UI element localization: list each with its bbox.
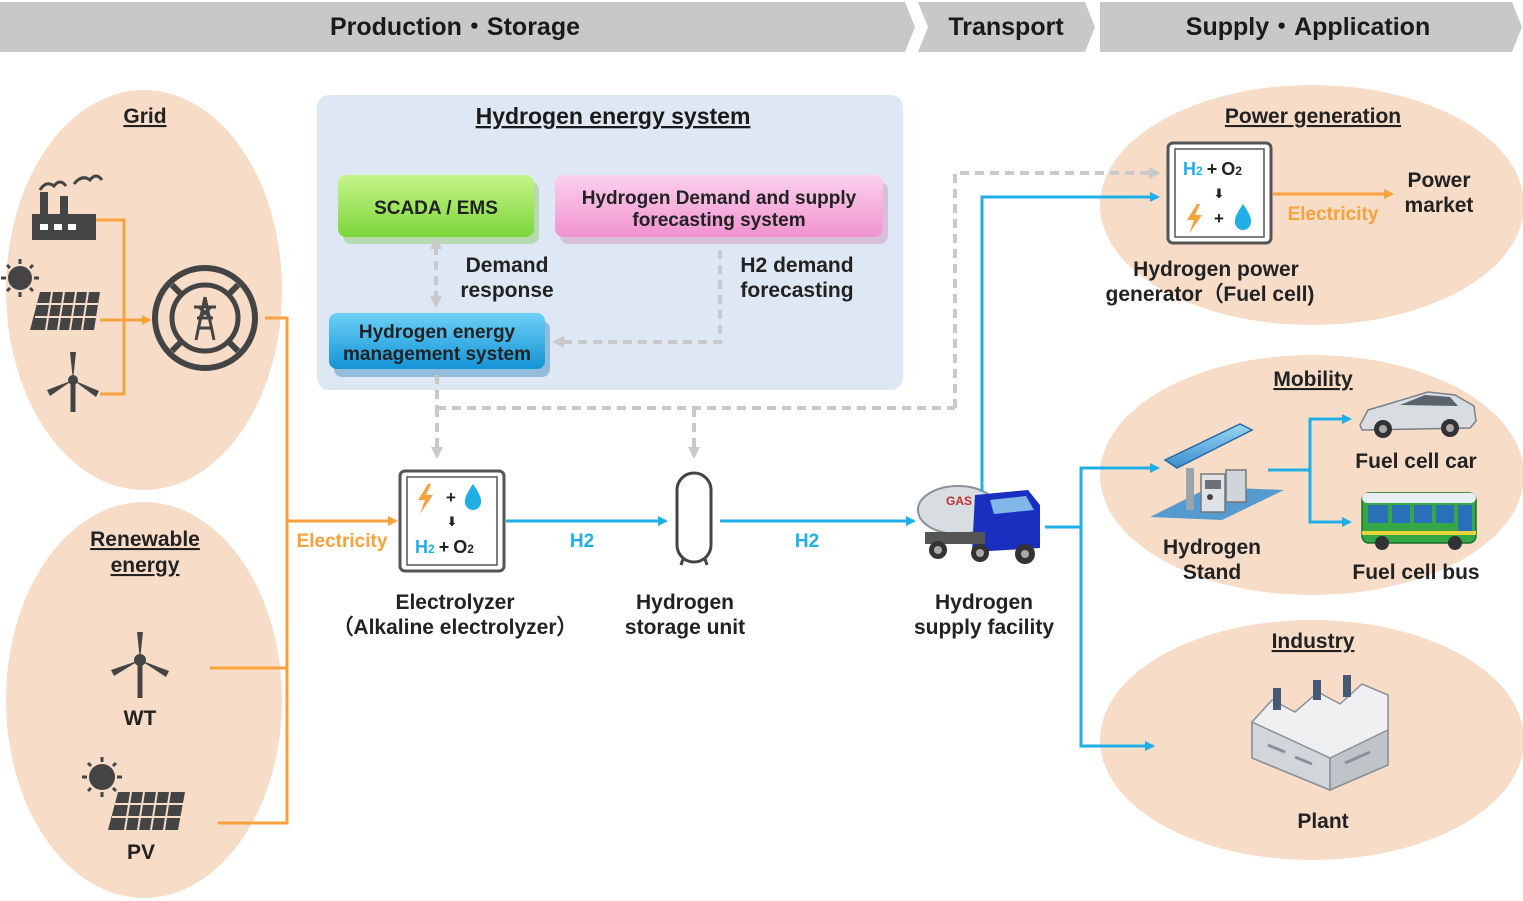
fuel-cell-bus-icon	[1361, 492, 1477, 550]
h2-label-a: H2	[570, 531, 594, 552]
grid-title: Grid	[123, 105, 166, 128]
pv-icon	[82, 757, 185, 831]
hems-label-2: management system	[343, 344, 531, 365]
water-drop-icon	[1234, 204, 1252, 230]
pv-label: PV	[127, 841, 155, 864]
h2-label-b: H2	[795, 531, 819, 552]
stage-transport-label: Transport	[948, 13, 1064, 41]
lightning-icon	[1187, 204, 1202, 234]
power-market-label-1: Power	[1407, 169, 1470, 192]
h2-demand-label-2: forecasting	[740, 279, 853, 302]
stand-label-1: Hydrogen	[1163, 536, 1261, 559]
generator-label-2: generator（Fuel cell)	[1106, 282, 1315, 306]
power-electricity-label: Electricity	[1288, 204, 1379, 225]
h2-demand-label-1: H2 demand	[740, 254, 853, 277]
renewable-title-2: energy	[111, 554, 180, 577]
control-lines	[431, 167, 1161, 459]
demand-response-label-1: Demand	[466, 254, 549, 277]
storage-label-1: Hydrogen	[636, 591, 734, 614]
power-title: Power generation	[1225, 105, 1401, 128]
storage-label-2: storage unit	[625, 616, 745, 639]
wind-turbine-icon	[47, 352, 99, 412]
electrolyzer-icon: + ⬇ H2+O2	[398, 469, 506, 573]
svg-text:+: +	[446, 488, 456, 507]
hydrogen-stand-icon	[1150, 423, 1284, 520]
electricity-label: Electricity	[297, 531, 388, 552]
hes-title: Hydrogen energy system	[476, 103, 751, 129]
fuel-cell-car-label: Fuel cell car	[1355, 450, 1476, 473]
stand-label-2: Stand	[1183, 561, 1241, 584]
plant-icon	[1251, 675, 1389, 792]
h2-demand-forecast-arrow	[552, 250, 722, 348]
stage-banner-supply: Supply・Application	[1100, 2, 1522, 52]
electrolyzer-label-1: Electrolyzer	[395, 591, 514, 614]
svg-text:H2+O2: H2+O2	[415, 537, 474, 557]
industry-title: Industry	[1272, 630, 1355, 653]
grid-feed-lines	[96, 218, 152, 396]
stage-production-label: Production・Storage	[330, 13, 580, 41]
generator-label-1: Hydrogen power	[1133, 258, 1299, 281]
renewable-ellipse	[6, 502, 282, 898]
hems-box: Hydrogen energy management system	[329, 313, 550, 377]
stage-banner-transport: Transport	[918, 2, 1095, 52]
tanker-truck-icon: GAS	[917, 485, 1040, 564]
fuel-cell-icon: H2+O2 ⬇ +	[1166, 141, 1273, 245]
renewable-title-1: Renewable	[90, 528, 200, 551]
hems-label-1: Hydrogen energy	[359, 322, 516, 343]
power-market-label-2: market	[1405, 194, 1474, 217]
scada-box: SCADA / EMS	[338, 175, 539, 244]
grid-ellipse	[6, 90, 282, 490]
svg-text:GAS: GAS	[946, 494, 972, 508]
svg-text:⬇: ⬇	[447, 514, 458, 529]
wt-label: WT	[124, 707, 157, 730]
factory-icon	[32, 174, 104, 240]
svg-text:+: +	[1214, 209, 1224, 228]
forecast-box: Hydrogen Demand and supply forecasting s…	[555, 175, 888, 244]
supply-facility-label-1: Hydrogen	[935, 591, 1033, 614]
lightning-icon	[418, 484, 433, 514]
distribution-lines	[980, 192, 1352, 751]
supply-facility-label-2: supply facility	[914, 616, 1054, 639]
fuel-cell-bus-label: Fuel cell bus	[1352, 561, 1479, 584]
mobility-title: Mobility	[1273, 368, 1353, 391]
storage-tank-icon	[675, 471, 713, 566]
fuel-cell-car-icon	[1359, 391, 1477, 438]
electricity-feed-lines	[210, 316, 398, 825]
wt-icon	[111, 632, 169, 698]
forecast-label-2: forecasting system	[632, 210, 805, 231]
demand-response-label-2: response	[460, 279, 553, 302]
stage-banner-production: Production・Storage	[0, 2, 915, 52]
scada-label: SCADA / EMS	[374, 198, 498, 219]
svg-text:⬇: ⬇	[1214, 186, 1225, 201]
svg-text:H2+O2: H2+O2	[1183, 159, 1242, 179]
solar-panel-icon	[1, 259, 100, 331]
plant-label: Plant	[1297, 810, 1348, 833]
electrolyzer-label-2: （Alkaline electrolyzer）	[332, 615, 577, 639]
stage-supply-label: Supply・Application	[1186, 13, 1430, 41]
water-drop-icon	[464, 484, 482, 510]
forecast-label-1: Hydrogen Demand and supply	[582, 188, 857, 209]
grid-substation-icon	[152, 265, 258, 371]
